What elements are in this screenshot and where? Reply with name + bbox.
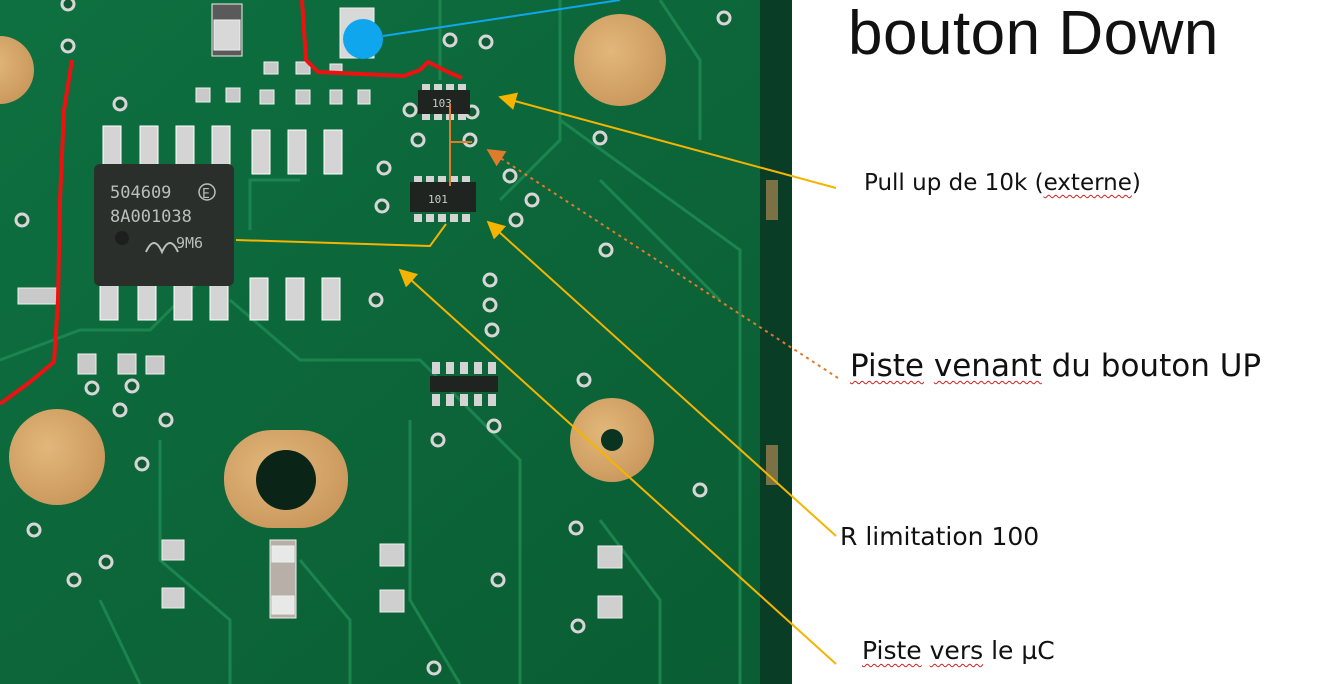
chip-marking-line1: 504609 xyxy=(110,183,171,203)
label-piste-vers-uc: Piste vers le µC xyxy=(862,636,1055,665)
arrow-piste-uc xyxy=(398,268,837,665)
chip-marking-line3: 9M6 xyxy=(176,234,203,252)
callout-arrows xyxy=(398,92,839,665)
vias xyxy=(14,0,732,676)
pcb-board: 504609 E 8A001038 9M6 103 101 xyxy=(0,0,792,684)
svg-text:103: 103 xyxy=(432,97,452,110)
blue-marker xyxy=(343,0,621,59)
resistor-array-101: 101 xyxy=(410,176,476,222)
chip-marking-line2: 8A001038 xyxy=(110,207,192,227)
svg-text:101: 101 xyxy=(428,193,448,206)
orange-trace-markings xyxy=(449,104,472,186)
yellow-trace-marking xyxy=(235,223,447,248)
diagram-title: bouton Down xyxy=(848,0,1219,68)
mounting-pads xyxy=(0,14,666,528)
red-trace-markings xyxy=(0,0,463,406)
chip-marking-badge: E xyxy=(202,187,210,202)
label-piste-venant-up: Piste venant du bouton UP xyxy=(850,348,1262,384)
so8-chip: 504609 E 8A001038 9M6 xyxy=(94,125,343,321)
bottom-smd-pads xyxy=(161,539,623,619)
label-r-limitation: R limitation 100 xyxy=(840,522,1040,551)
microchip-logo-icon xyxy=(145,242,179,255)
label-pullup: Pull up de 10k (externe) xyxy=(864,170,1141,196)
resistor-array-small xyxy=(430,362,498,406)
arrow-pullup xyxy=(498,92,837,189)
arrow-r-limitation xyxy=(486,220,837,537)
